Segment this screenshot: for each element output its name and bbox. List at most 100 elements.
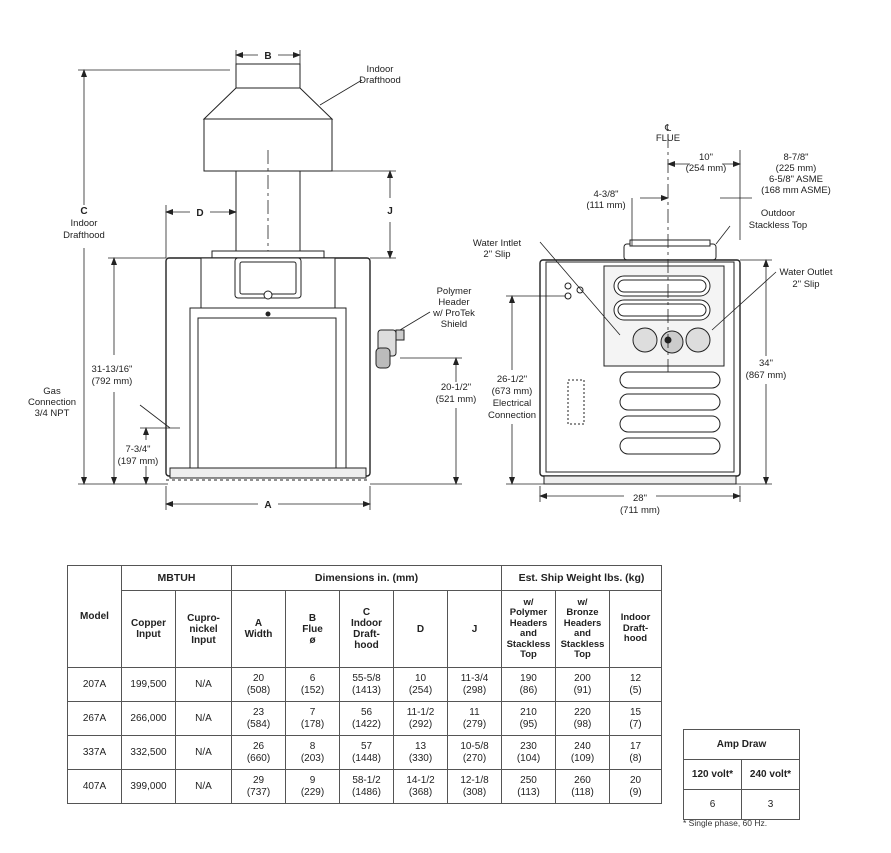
label-254mm: (254 mm) <box>686 163 727 174</box>
header-mbtuh: MBTUH <box>121 565 232 591</box>
label-c-drafthood: Drafthood <box>63 230 105 241</box>
cell-j: 11-3/4(298) <box>447 667 502 702</box>
label-658asme: 6-5/8" ASME <box>769 174 823 185</box>
label-26in: 26-1/2" <box>497 374 527 385</box>
header-j: J <box>447 590 502 668</box>
amp-header-120: 120 volt* <box>683 759 742 790</box>
label-gas-1: Gas <box>43 386 61 397</box>
cell-poly: 190(86) <box>501 667 556 702</box>
label-20in: 20-1/2" <box>441 382 471 393</box>
label-878in: 8-7/8" <box>783 152 808 163</box>
cell-indoor: 12(5) <box>609 667 662 702</box>
label-225mm: (225 mm) <box>776 163 817 174</box>
header-d: D <box>393 590 448 668</box>
label-867mm: (867 mm) <box>746 370 787 381</box>
cell-d: 13(330) <box>393 735 448 770</box>
label-521mm: (521 mm) <box>436 394 477 405</box>
amp-header-240: 240 volt* <box>741 759 800 790</box>
label-indoor-drafthood-2: Drafthood <box>359 75 401 86</box>
cell-model: 337A <box>67 735 122 770</box>
label-168mm-asme: (168 mm ASME) <box>761 185 831 196</box>
label-c-indoor: Indoor <box>71 218 98 229</box>
cell-copper: 399,000 <box>121 769 176 804</box>
side-labels: ℄ FLUE 10" (254 mm) 8-7/8" (225 mm) 6-5/… <box>473 123 833 516</box>
label-polymer-3: w/ ProTek <box>432 308 475 319</box>
cell-poly: 210(95) <box>501 701 556 736</box>
cell-c: 55-5/8(1413) <box>339 667 394 702</box>
label-flue: FLUE <box>656 133 680 144</box>
front-dimensions <box>78 50 462 510</box>
label-polymer-1: Polymer <box>437 286 472 297</box>
label-d: D <box>196 208 203 219</box>
label-polymer-4: Shield <box>441 319 467 330</box>
label-111mm: (111 mm) <box>586 200 625 211</box>
cell-c: 56(1422) <box>339 701 394 736</box>
amp-footnote: * Single phase, 60 Hz. <box>683 818 768 828</box>
cell-b: 6(152) <box>285 667 340 702</box>
label-flue-symbol: ℄ <box>664 123 672 134</box>
cell-copper: 199,500 <box>121 667 176 702</box>
cell-cupro: N/A <box>175 701 232 736</box>
cell-poly: 230(104) <box>501 735 556 770</box>
label-c: C <box>80 206 87 217</box>
header-model: Model <box>67 565 122 668</box>
label-connection: Connection <box>488 410 536 421</box>
cell-model: 267A <box>67 701 122 736</box>
label-inlet-slip: 2" Slip <box>483 249 510 260</box>
label-673mm: (673 mm) <box>492 386 533 397</box>
label-indoor-drafthood-1: Indoor <box>367 64 394 75</box>
label-stackless-top: Stackless Top <box>749 220 807 231</box>
cell-cupro: N/A <box>175 667 232 702</box>
cell-model: 207A <box>67 667 122 702</box>
cell-c: 57(1448) <box>339 735 394 770</box>
cell-copper: 332,500 <box>121 735 176 770</box>
amp-draw-table: Amp Draw 120 volt* 240 volt* 6 3 <box>683 729 800 820</box>
label-31in: 31-13/16" <box>92 364 133 375</box>
cell-bronze: 240(109) <box>555 735 610 770</box>
label-438in: 4-3/8" <box>593 189 618 200</box>
label-b: B <box>264 51 271 62</box>
cell-c: 58-1/2(1486) <box>339 769 394 804</box>
cell-j: 12-1/8(308) <box>447 769 502 804</box>
cell-indoor: 17(8) <box>609 735 662 770</box>
label-outlet-slip: 2" Slip <box>792 279 819 290</box>
cell-bronze: 200(91) <box>555 667 610 702</box>
cell-indoor: 20(9) <box>609 769 662 804</box>
side-view <box>539 134 741 485</box>
cell-poly: 250(113) <box>501 769 556 804</box>
label-34in: 34" <box>759 358 773 369</box>
header-dimensions: Dimensions in. (mm) <box>231 565 502 591</box>
cell-b: 7(178) <box>285 701 340 736</box>
front-labels: B Indoor Drafthood C Indoor Drafthood D … <box>28 51 476 511</box>
label-a: A <box>264 500 271 511</box>
cell-a: 20(508) <box>231 667 286 702</box>
cell-a: 29(737) <box>231 769 286 804</box>
cell-j: 10-5/8(270) <box>447 735 502 770</box>
cell-a: 23(584) <box>231 701 286 736</box>
label-7in: 7-3/4" <box>125 444 150 455</box>
label-197mm: (197 mm) <box>118 456 159 467</box>
label-electrical: Electrical <box>493 398 532 409</box>
amp-value-240: 3 <box>741 789 800 820</box>
cell-bronze: 260(118) <box>555 769 610 804</box>
cell-d: 11-1/2(292) <box>393 701 448 736</box>
cell-cupro: N/A <box>175 769 232 804</box>
cell-a: 26(660) <box>231 735 286 770</box>
cell-copper: 266,000 <box>121 701 176 736</box>
label-gas-3: 3/4 NPT <box>35 408 70 419</box>
label-water-outlet: Water Outlet <box>780 267 833 278</box>
label-outdoor: Outdoor <box>761 208 795 219</box>
amp-draw-title: Amp Draw <box>683 729 800 760</box>
front-view <box>165 63 405 481</box>
cell-b: 9(229) <box>285 769 340 804</box>
